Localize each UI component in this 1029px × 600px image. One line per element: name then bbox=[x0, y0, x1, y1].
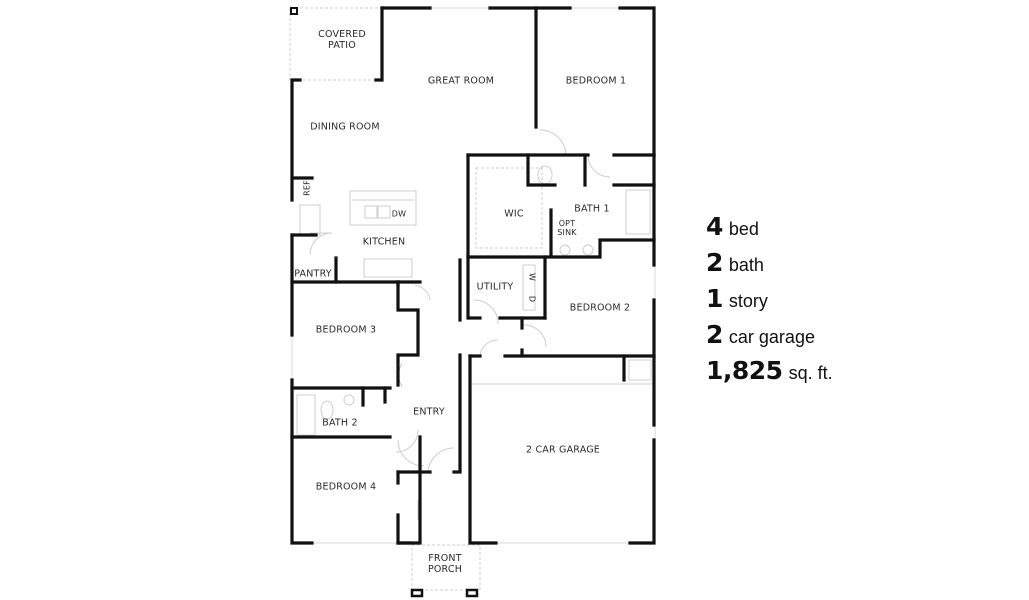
room-label-utility: UTILITY bbox=[476, 281, 514, 293]
room-label-dining-room: DINING ROOM bbox=[310, 121, 380, 133]
room-label-bedroom-4: BEDROOM 4 bbox=[315, 481, 377, 493]
stat-label: bath bbox=[728, 255, 764, 275]
stat-label: sq. ft. bbox=[788, 363, 833, 383]
stat-label: bed bbox=[728, 219, 759, 239]
label-ref: REF bbox=[302, 180, 312, 196]
stat-label: car garage bbox=[728, 327, 815, 347]
wic-shelving bbox=[475, 167, 543, 249]
stat-value: 2 bbox=[706, 320, 723, 349]
stat-value: 1,825 bbox=[706, 356, 783, 385]
room-label-wic: WIC bbox=[504, 208, 524, 220]
label-opt-sink: OPT SINK bbox=[557, 219, 576, 237]
home-stats: 4 bed 2 bath 1 story 2 car garage 1,825 … bbox=[706, 212, 833, 392]
covered-patio-line2: PATIO bbox=[328, 40, 356, 51]
room-label-pantry: PANTRY bbox=[294, 268, 332, 280]
kitchen-island bbox=[349, 190, 417, 226]
stat-stories: 1 story bbox=[706, 284, 833, 320]
room-label-bath-2: BATH 2 bbox=[322, 417, 358, 429]
room-label-entry: ENTRY bbox=[413, 406, 445, 418]
room-label-bedroom-3: BEDROOM 3 bbox=[315, 324, 377, 336]
stat-value: 1 bbox=[706, 284, 723, 313]
room-label-front-porch: FRONT PORCH bbox=[428, 553, 462, 575]
opt-sink-line1: OPT bbox=[558, 219, 576, 228]
label-dryer: D bbox=[527, 295, 537, 303]
label-washer: W bbox=[527, 272, 537, 282]
stat-square-feet: 1,825 sq. ft. bbox=[706, 356, 833, 392]
room-label-kitchen: KITCHEN bbox=[362, 236, 406, 248]
room-label-bedroom-1: BEDROOM 1 bbox=[565, 75, 627, 87]
stat-value: 2 bbox=[706, 248, 723, 277]
stat-bedrooms: 4 bed bbox=[706, 212, 833, 248]
front-porch-line1: FRONT bbox=[428, 553, 462, 564]
opt-sink-line2: SINK bbox=[557, 228, 577, 237]
room-label-covered-patio: COVERED PATIO bbox=[318, 29, 366, 51]
room-label-bedroom-2: BEDROOM 2 bbox=[569, 302, 631, 314]
room-label-garage: 2 CAR GARAGE bbox=[526, 444, 600, 456]
front-porch-line2: PORCH bbox=[427, 564, 463, 575]
covered-patio-line1: COVERED bbox=[318, 29, 366, 40]
stat-garage: 2 car garage bbox=[706, 320, 833, 356]
stat-bathrooms: 2 bath bbox=[706, 248, 833, 284]
label-dishwasher: DW bbox=[391, 209, 407, 219]
stat-label: story bbox=[728, 291, 768, 311]
room-label-great-room: GREAT ROOM bbox=[427, 75, 495, 87]
stat-value: 4 bbox=[706, 212, 723, 241]
room-label-bath-1: BATH 1 bbox=[574, 203, 610, 215]
porch-outline bbox=[411, 544, 481, 591]
